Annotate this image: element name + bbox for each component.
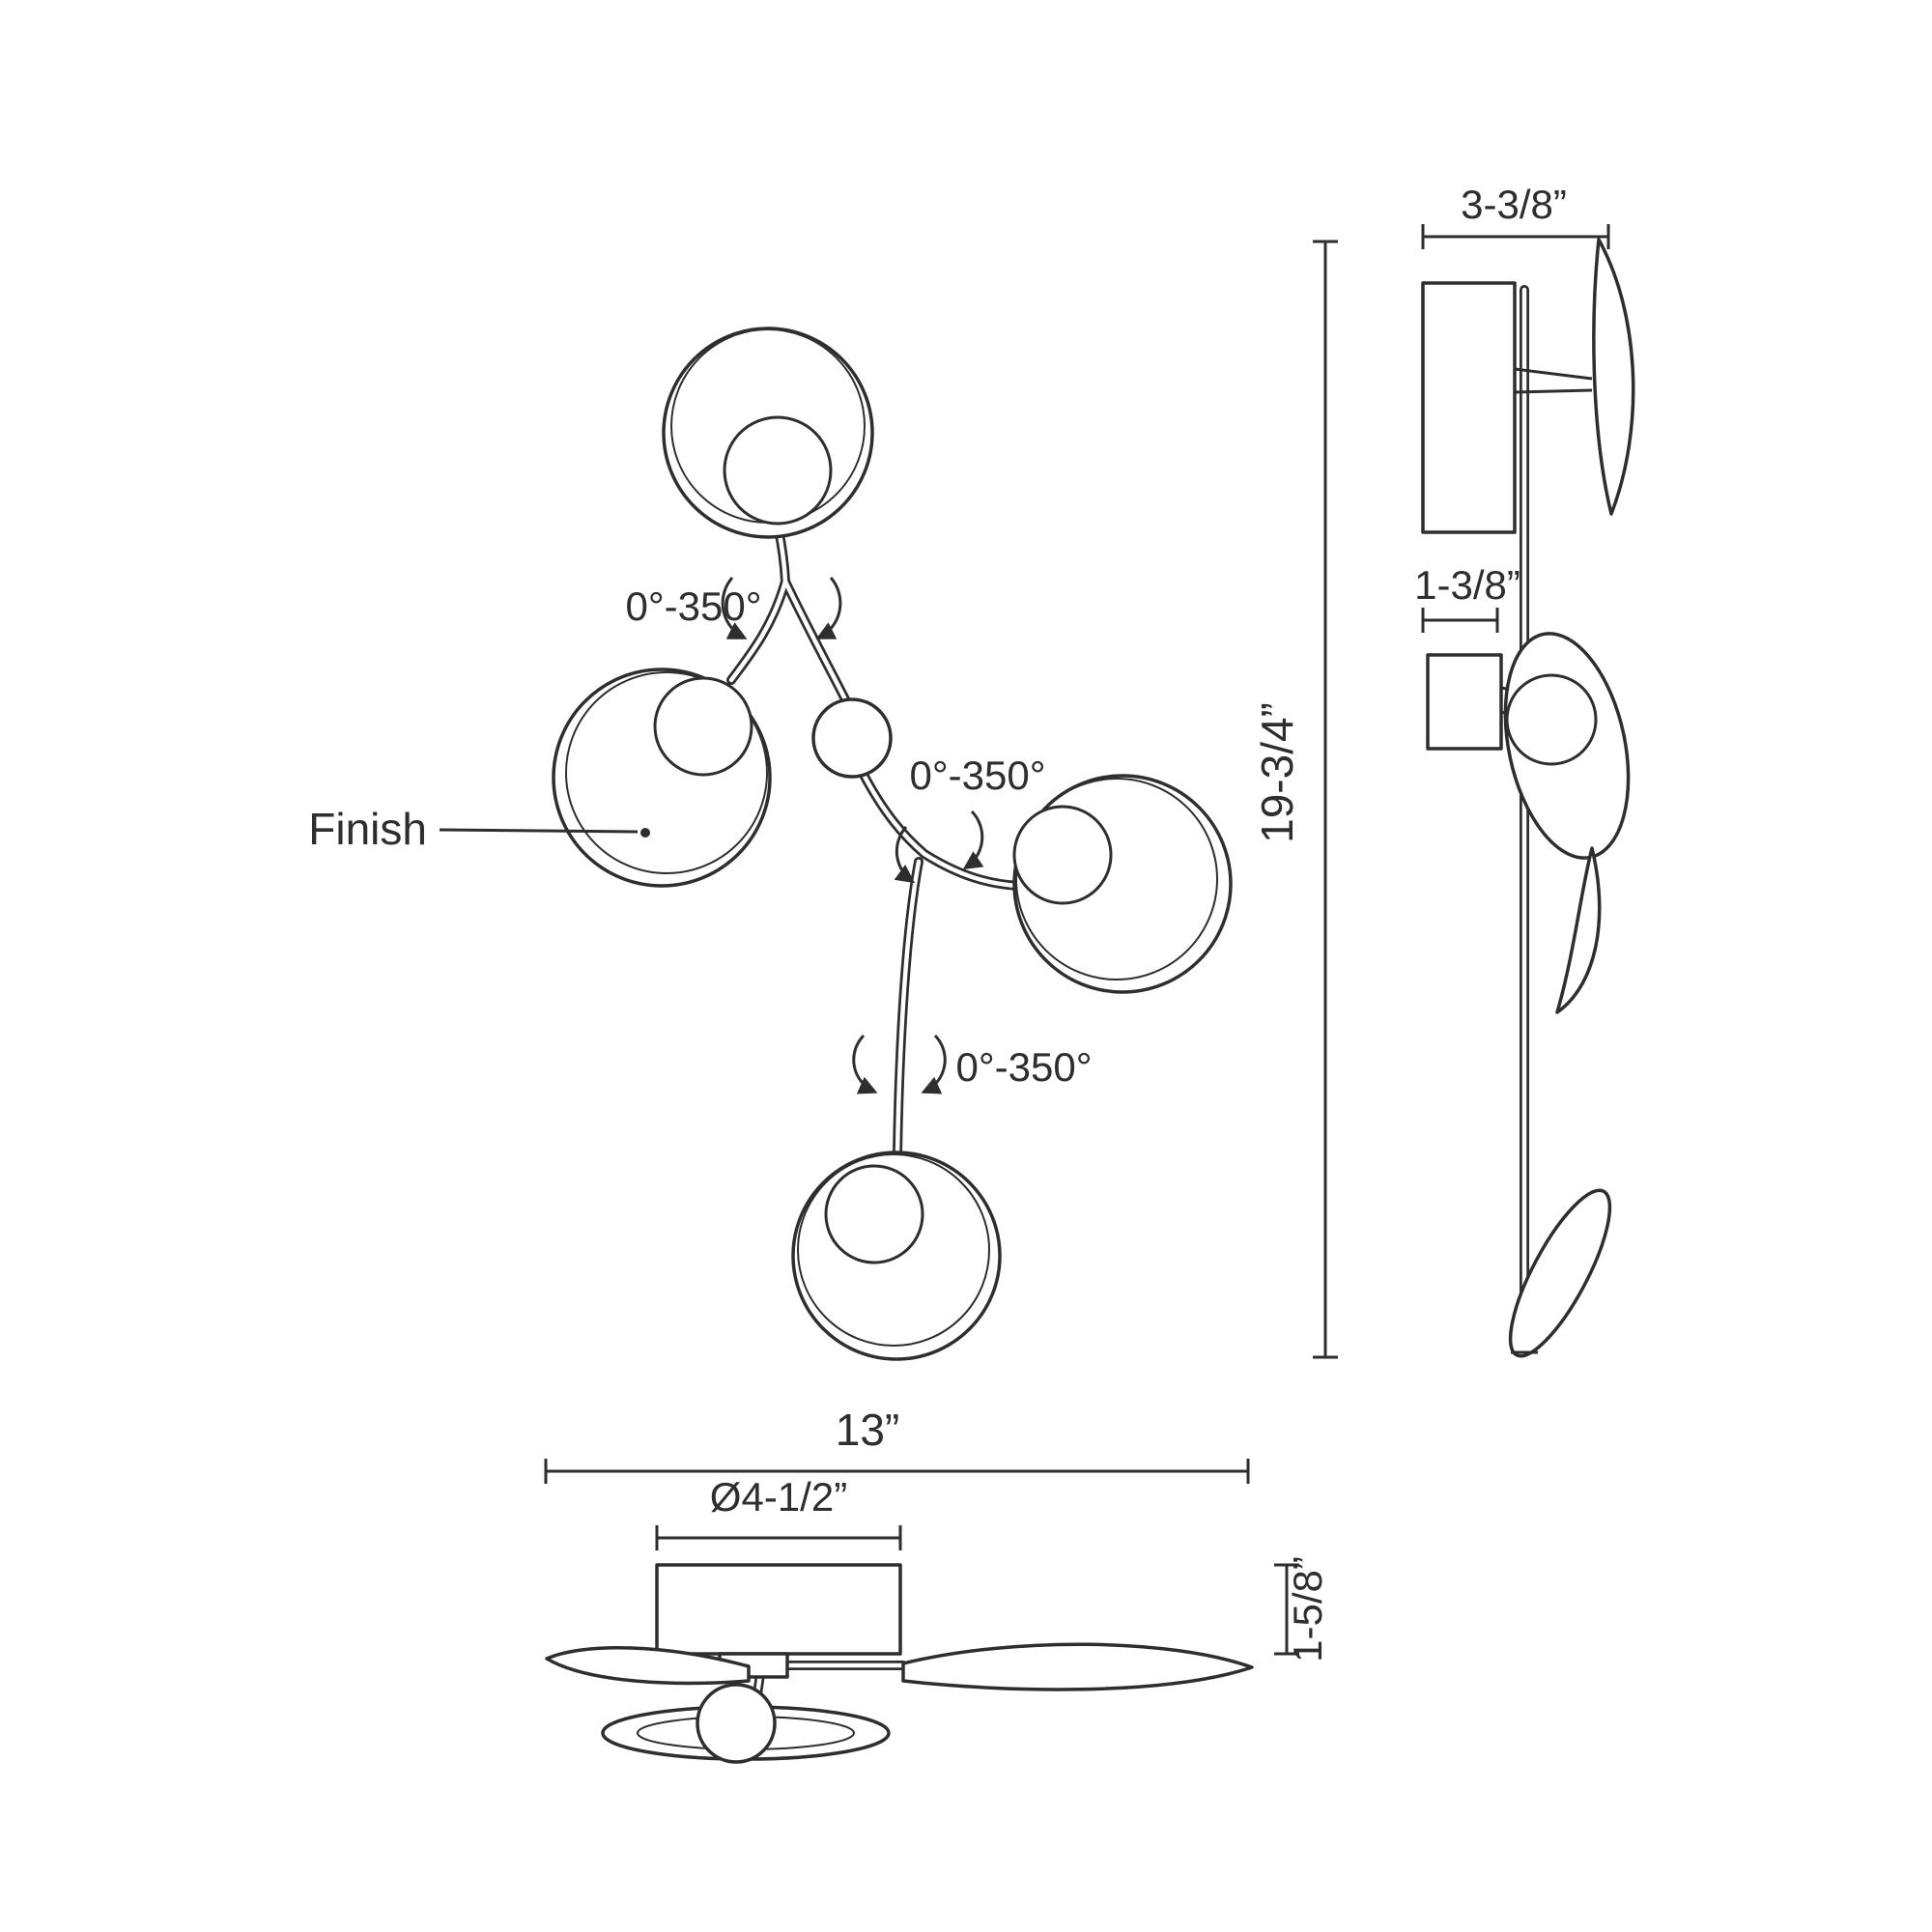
rotation-arrow-middle-upper xyxy=(962,810,984,870)
side-view: 3-3/8” 1-3/8” 19-3/4” xyxy=(1252,182,1635,1359)
side-globe-socket xyxy=(1505,673,1598,766)
right-globe-rim xyxy=(1015,778,1218,980)
left-globe-socket xyxy=(653,676,753,777)
finish-point-dot xyxy=(640,828,650,838)
side-lamp-holder xyxy=(1426,653,1503,751)
rotation-arrow-top-left xyxy=(721,577,748,639)
rotation-arrow-bottom-left xyxy=(852,1034,878,1094)
arm-right-branch-fill xyxy=(782,579,850,706)
bottom-right-blade xyxy=(901,1642,1254,1691)
rotation-arrow-top-right xyxy=(815,577,842,639)
front-view: 0°-350° 0°-350° 0°-350° Finish xyxy=(308,327,1233,1361)
rotation-arrow-bottom-right xyxy=(921,1034,947,1094)
side-canopy xyxy=(1421,281,1517,534)
rotation-label-bottom: 0°-350° xyxy=(955,1044,1092,1090)
arm-left-branch-fill xyxy=(728,579,788,683)
bottom-globe-rim xyxy=(797,1153,990,1347)
arm-hub-to-joint-fill xyxy=(860,770,927,857)
bottom-left-blade xyxy=(545,1646,751,1686)
finish-label: Finish xyxy=(308,804,427,854)
side-lower-leaf xyxy=(1555,846,1602,1014)
right-globe-socket xyxy=(1012,805,1113,905)
side-width-dim-label: 3-3/8” xyxy=(1461,182,1567,227)
canopy-diameter-dim-label: Ø4-1/2” xyxy=(710,1474,847,1520)
arm-joint-to-right-globe-fill xyxy=(922,851,1021,889)
top-globe-socket xyxy=(723,415,833,526)
left-globe-rim xyxy=(565,671,768,874)
rotation-arrow-middle-lower xyxy=(894,826,916,884)
side-top-blade-bracket-upper xyxy=(1514,367,1593,381)
bottom-width-dim-label: 13” xyxy=(836,1405,899,1455)
arm-joint-to-bottom-globe-fill xyxy=(895,859,922,1157)
arm-joint-to-right-globe-outline xyxy=(920,849,1023,891)
canopy-height-dim-label: 1-5/8” xyxy=(1285,1556,1330,1662)
side-height-dim-label: 19-3/4” xyxy=(1252,702,1302,843)
rotation-label-middle: 0°-350° xyxy=(909,753,1045,798)
hub-ball xyxy=(811,697,893,779)
finish-leader-line xyxy=(439,828,639,834)
rotation-label-top: 0°-350° xyxy=(625,583,761,629)
side-stem-dim-label: 1-3/8” xyxy=(1414,562,1520,608)
bottom-view: 13” Ø4-1/2” 1-5/8” xyxy=(544,1405,1330,1764)
side-top-blade xyxy=(1592,238,1635,516)
bottom-globe-socket xyxy=(824,1164,924,1264)
side-top-blade-bracket-lower xyxy=(1514,388,1593,394)
bottom-canopy xyxy=(655,1563,902,1656)
side-bottom-blade xyxy=(1508,1188,1612,1358)
bottom-globe-sphere xyxy=(696,1683,777,1764)
